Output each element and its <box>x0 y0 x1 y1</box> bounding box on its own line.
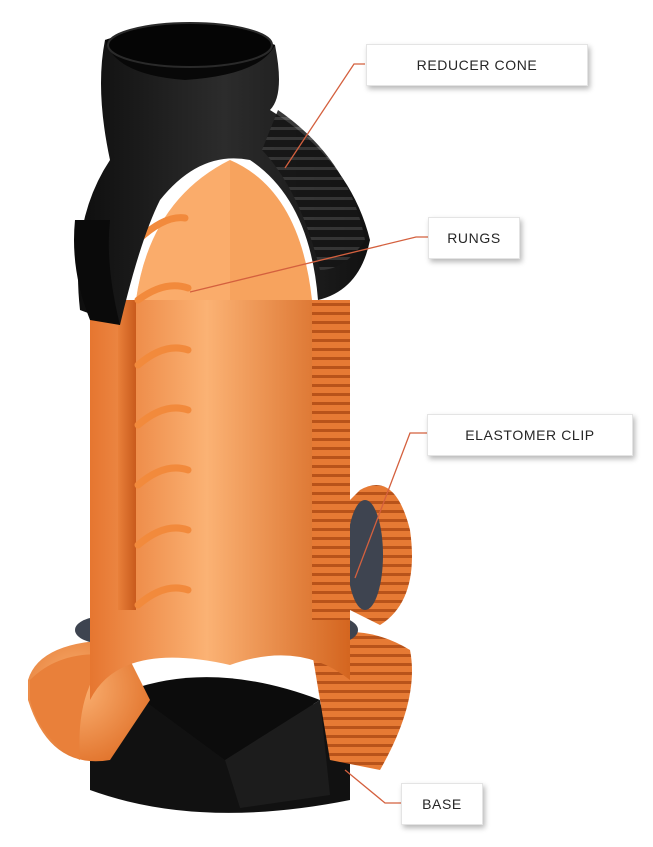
label-rungs: RUNGS <box>447 230 501 246</box>
ribbed-wall-right <box>312 300 350 620</box>
leader-base <box>345 770 401 803</box>
callout-reducer-cone: REDUCER CONE <box>366 44 588 86</box>
label-base: BASE <box>422 796 462 812</box>
callout-elastomer-clip: ELASTOMER CLIP <box>427 414 633 456</box>
label-reducer-cone: REDUCER CONE <box>417 57 538 73</box>
callout-rungs: RUNGS <box>428 217 520 259</box>
side-outlet-pipe <box>347 485 412 625</box>
elastomer-clip-ring <box>347 500 383 610</box>
callout-base: BASE <box>401 783 483 825</box>
cut-wall-left <box>118 300 136 610</box>
label-elastomer-clip: ELASTOMER CLIP <box>465 427 595 443</box>
